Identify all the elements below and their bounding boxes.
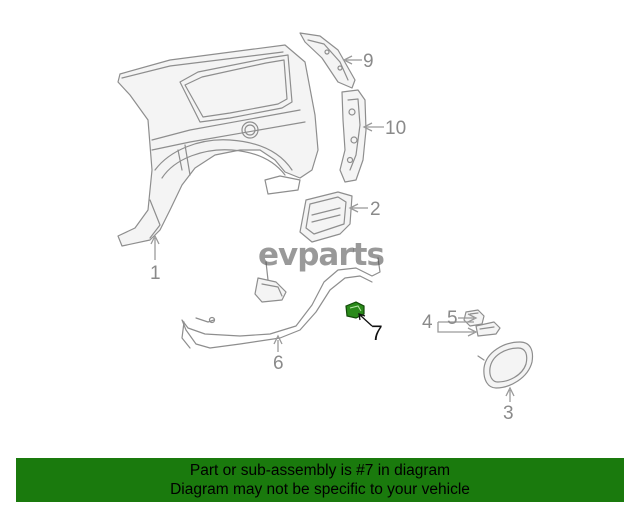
part-4-hinge[interactable] [475, 321, 501, 337]
part-1-quarter-panel[interactable] [117, 44, 319, 247]
part-3-fuel-door[interactable] [477, 341, 534, 389]
part-2-filler-housing[interactable] [299, 191, 353, 243]
part-6-release-cable[interactable] [181, 257, 381, 349]
banner-line-2: Diagram may not be specific to your vehi… [170, 481, 470, 498]
callout-7: 7 [371, 322, 383, 345]
part-opener-lever[interactable] [254, 261, 287, 303]
part-9-pillar-strip[interactable] [299, 32, 356, 89]
callout-3: 3 [503, 403, 514, 424]
banner-line-1: Part or sub-assembly is #7 in diagram [189, 462, 451, 479]
callout-1: 1 [150, 263, 161, 284]
callout-2: 2 [370, 199, 381, 220]
info-banner: Part or sub-assembly is #7 in diagram Di… [16, 458, 624, 502]
parts-diagram: 1 9 10 2 6 [117, 32, 534, 424]
callout-6: 6 [273, 353, 284, 374]
part-10-reinforcement[interactable] [339, 89, 367, 183]
callout-4: 4 [422, 312, 433, 333]
site-watermark-logo: evparts [258, 237, 385, 273]
callout-9: 9 [363, 51, 374, 72]
callout-10: 10 [385, 118, 406, 139]
callout-5: 5 [447, 308, 458, 329]
